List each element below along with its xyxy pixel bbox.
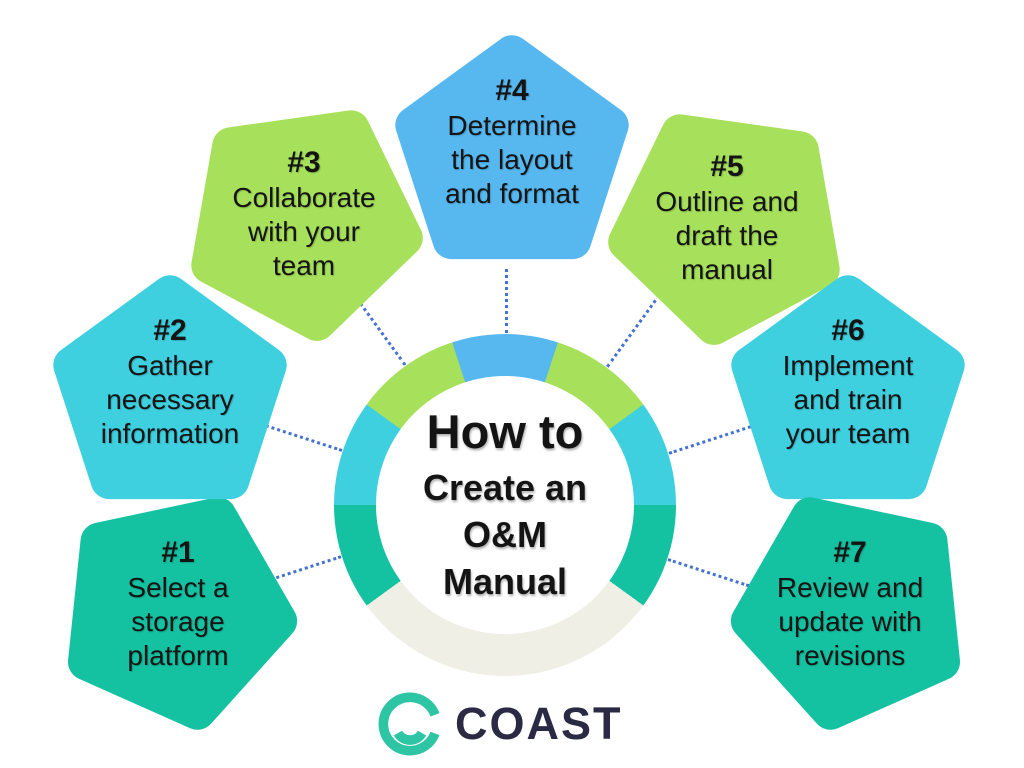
title-line-2: O&M xyxy=(463,513,547,555)
center-title-circle: How to Create an O&M Manual xyxy=(376,376,634,634)
coast-logo: COAST xyxy=(378,692,623,756)
step-7-text: #7 Review and update with revisions xyxy=(730,488,970,720)
step-3-number: #3 xyxy=(287,146,321,179)
step-2-text: #2 Gather necessary information xyxy=(50,266,290,498)
step-2-line: information xyxy=(100,418,240,449)
pentagon-up-shape xyxy=(53,275,287,500)
step-2-line: Gather xyxy=(127,350,213,381)
step-7-pentagon: #7 Review and update with revisions xyxy=(730,497,970,736)
step-3-line: Collaborate xyxy=(232,182,376,213)
step-1-line: storage xyxy=(131,606,225,637)
step-1-text: #1 Select a storage platform xyxy=(58,488,298,720)
step-6-line: and train xyxy=(793,384,903,415)
step-4-line: and format xyxy=(445,178,579,209)
step-2-pentagon: #2 Gather necessary information xyxy=(50,271,290,503)
step-6-line: your team xyxy=(785,418,911,449)
step-1-line: Select a xyxy=(127,572,229,603)
step-5-line: Outline and xyxy=(655,186,799,217)
step-6-number: #6 xyxy=(831,314,865,347)
step-4-line: the layout xyxy=(451,144,573,175)
step-6-line: Implement xyxy=(782,350,914,381)
step-3-line: with your xyxy=(247,216,361,247)
title-line-1: Create an xyxy=(422,466,588,508)
coast-logo-text: COAST xyxy=(455,698,623,749)
step-4-number: #4 xyxy=(495,74,529,107)
step-5-pentagon: #5 Outline and draft the manual xyxy=(607,114,847,350)
step-7-line: Review and xyxy=(776,572,924,603)
title-line-3: Manual xyxy=(442,560,567,602)
step-7-line: revisions xyxy=(794,640,906,671)
step-5-text: #5 Outline and draft the manual xyxy=(607,102,847,334)
pentagon-up-shape xyxy=(395,35,629,260)
step-4-line: Determine xyxy=(447,110,577,141)
step-2-number: #2 xyxy=(153,314,187,347)
step-7-number: #7 xyxy=(833,536,867,569)
pentagon-down-shape xyxy=(608,114,840,345)
step-5-line: draft the xyxy=(675,220,779,251)
step-6-pentagon: #6 Implement and train your team xyxy=(728,271,968,503)
step-2-line: necessary xyxy=(106,384,234,415)
pentagon-down-shape xyxy=(191,110,423,341)
step-4-pentagon: #4 Determine the layout and format xyxy=(392,31,632,263)
step-3-line: team xyxy=(272,250,336,281)
step-4-text: #4 Determine the layout and format xyxy=(392,26,632,258)
step-3-text: #3 Collaborate with your team xyxy=(184,98,424,330)
pentagon-down-shape xyxy=(67,497,298,730)
step-1-pentagon: #1 Select a storage platform xyxy=(58,497,298,736)
step-1-line: platform xyxy=(127,640,229,671)
pentagon-up-shape xyxy=(731,275,965,500)
step-3-pentagon: #3 Collaborate with your team xyxy=(184,110,424,346)
step-6-text: #6 Implement and train your team xyxy=(728,266,968,498)
step-7-line: update with xyxy=(778,606,922,637)
pentagon-down-shape xyxy=(730,497,961,730)
step-5-line: manual xyxy=(681,254,773,285)
coast-logo-icon xyxy=(378,692,442,756)
connector-step-4 xyxy=(505,269,508,333)
step-5-number: #5 xyxy=(710,150,744,183)
title-heading: How to xyxy=(426,404,584,458)
step-1-number: #1 xyxy=(161,536,195,569)
